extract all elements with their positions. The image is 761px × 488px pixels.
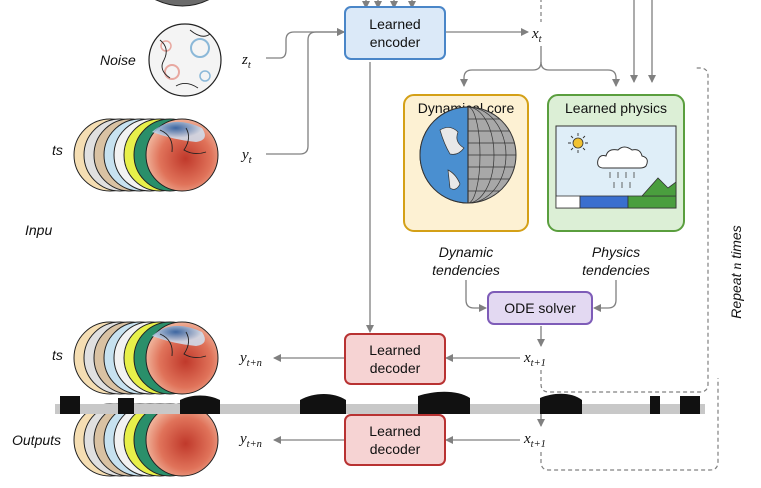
- physics-tendencies-line1: Physics: [592, 244, 640, 260]
- dynamic-tendencies-line1: Dynamic: [439, 244, 493, 260]
- learned-decoder-box: Learned decoder: [344, 333, 446, 385]
- decoder2-line2: decoder: [370, 441, 421, 457]
- decoder1-line1: Learned: [369, 342, 420, 358]
- learned-encoder-box: Learned encoder: [344, 6, 446, 60]
- ode-label: ODE solver: [504, 300, 576, 316]
- y-tn-label: yt+n: [238, 350, 262, 369]
- noise-globe-icon: [148, 23, 222, 97]
- outputs-label: Outputs: [12, 432, 61, 448]
- input-globes-icon: [73, 118, 219, 192]
- top-globe-cropped: [155, 0, 210, 7]
- y-t-label: yt: [240, 147, 253, 166]
- dynamic-tendencies-line2: tendencies: [432, 262, 500, 278]
- physics-label: Learned physics: [565, 100, 667, 116]
- encoder-label-line1: Learned: [369, 16, 420, 32]
- cloud-icon: [597, 146, 648, 169]
- encoder-label-line2: encoder: [370, 34, 421, 50]
- inputs-label-part: ts: [52, 142, 63, 158]
- ode-solver-box: ODE solver: [487, 291, 593, 325]
- outputs-label-part: ts: [52, 347, 63, 363]
- repeat-loop: [540, 0, 719, 471]
- x-t1-label: xt+1: [523, 350, 546, 369]
- repeat-label: Repeat n times: [728, 225, 745, 318]
- earth-grid-icon: [419, 106, 517, 204]
- overlay-banner: [55, 391, 705, 414]
- decoder1-line2: decoder: [370, 360, 421, 376]
- inputs-label-cropped: Inpu: [25, 222, 52, 238]
- rain-icon: [609, 172, 635, 188]
- x-t-label: xt: [531, 26, 543, 45]
- physics-tendencies-line2: tendencies: [582, 262, 650, 278]
- decoder2-line1: Learned: [369, 423, 420, 439]
- connectors: [266, 0, 656, 444]
- output-globes-icon-2: [73, 403, 219, 477]
- z-t-label: zt: [241, 52, 252, 71]
- noise-label: Noise: [100, 52, 136, 68]
- sun-icon: [568, 133, 588, 153]
- learned-decoder-box-2: Learned decoder: [344, 414, 446, 466]
- mountain-icon: [641, 177, 677, 197]
- y-tn-label-2: yt+n: [238, 431, 262, 450]
- output-globes-icon: [73, 321, 219, 395]
- x-t1-label-2: xt+1: [523, 431, 546, 450]
